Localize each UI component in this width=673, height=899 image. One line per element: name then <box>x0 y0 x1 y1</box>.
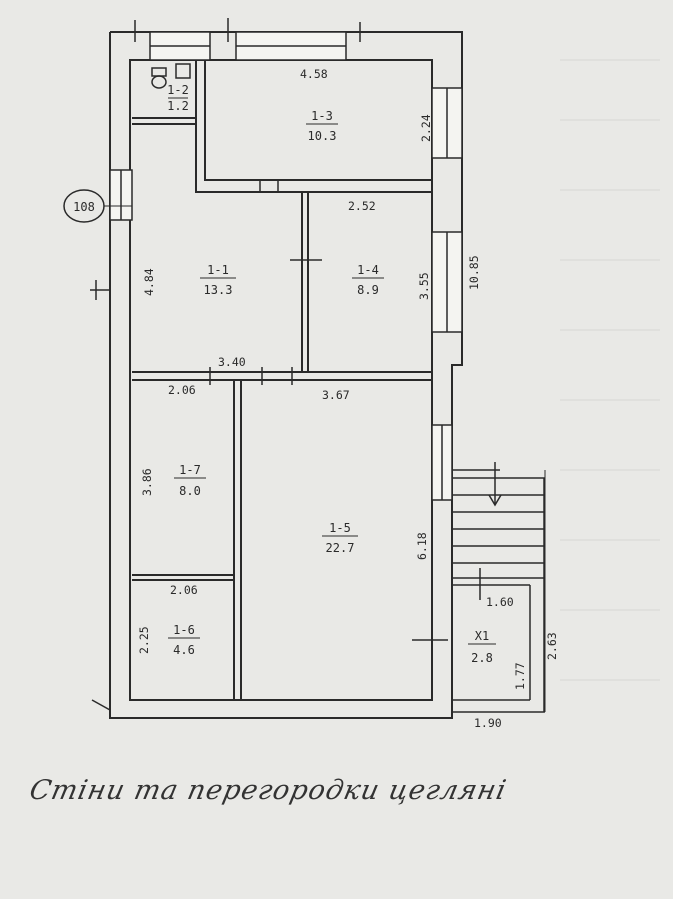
dimension-lines <box>462 470 546 713</box>
toilet-icon <box>151 67 167 89</box>
room-1-6-area: 4.6 <box>173 643 195 657</box>
dim-4-58: 4.58 <box>300 67 328 81</box>
porch-stairs <box>452 462 545 713</box>
room-x1-id: X1 <box>475 629 489 643</box>
room-1-2-area: 1.2 <box>167 99 189 113</box>
windows <box>109 31 463 501</box>
partitions <box>132 60 432 700</box>
paper-texture <box>560 59 660 681</box>
room-1-3-area: 10.3 <box>308 129 337 143</box>
door-marks <box>90 18 448 711</box>
dim-2-25: 2.25 <box>137 626 151 654</box>
room-1-4-area: 8.9 <box>357 283 379 297</box>
dim-2-06-bottom: 2.06 <box>170 583 198 597</box>
dim-10-85: 10.85 <box>467 255 481 290</box>
room-1-1-area: 13.3 <box>204 283 233 297</box>
dim-1-60: 1.60 <box>486 595 514 609</box>
room-x1-area: 2.8 <box>471 651 493 665</box>
dim-3-86: 3.86 <box>140 468 154 496</box>
dim-2-63: 2.63 <box>545 632 559 660</box>
room-1-7-id: 1-7 <box>179 463 201 477</box>
dim-2-52: 2.52 <box>348 199 376 213</box>
dimension-labels: 4.58 2.24 2.52 4.84 3.55 10.85 3.40 2.06… <box>137 67 559 730</box>
sink-icon <box>175 63 191 79</box>
room-1-5-area: 22.7 <box>326 541 355 555</box>
dim-2-06-top: 2.06 <box>168 383 196 397</box>
room-1-7-area: 8.0 <box>179 484 201 498</box>
room-labels: 1-2 1.2 1-3 10.3 1-1 13.3 1-4 8.9 1-7 8.… <box>167 83 496 665</box>
dim-6-18: 6.18 <box>415 532 429 560</box>
room-1-5-id: 1-5 <box>329 521 351 535</box>
dim-2-24: 2.24 <box>419 114 433 142</box>
dim-4-84: 4.84 <box>142 268 156 296</box>
dim-3-55: 3.55 <box>417 272 431 300</box>
room-1-2-id: 1-2 <box>167 83 189 97</box>
handwritten-caption: Стіни та перегородки цегляні <box>26 775 510 806</box>
room-1-3-id: 1-3 <box>311 109 333 123</box>
dim-3-40: 3.40 <box>218 355 246 369</box>
dim-1-77: 1.77 <box>513 662 527 690</box>
dim-3-67: 3.67 <box>322 388 350 402</box>
room-1-6-id: 1-6 <box>173 623 195 637</box>
section-marker: 108 <box>63 189 132 223</box>
marker-label: 108 <box>73 200 95 214</box>
outer-walls <box>109 31 463 719</box>
room-1-1-id: 1-1 <box>207 263 229 277</box>
room-1-4-id: 1-4 <box>357 263 379 277</box>
dim-1-90: 1.90 <box>474 716 502 730</box>
